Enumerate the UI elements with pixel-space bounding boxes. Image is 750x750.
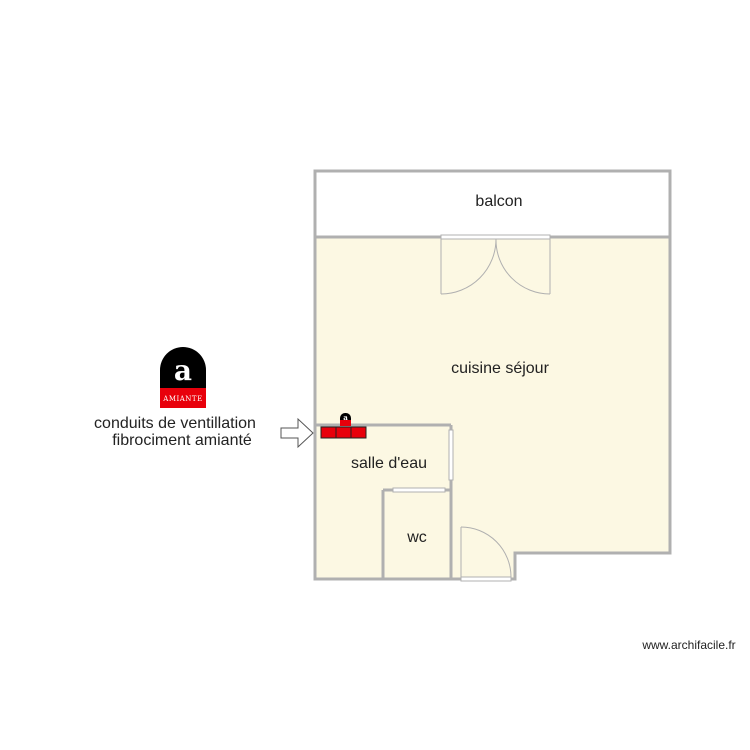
annotation-line-1: conduits de ventillation [94,415,256,432]
asbestos-logo: a AMIANTE [160,347,206,408]
annotation-line-2: fibrociment amianté [112,432,252,449]
balcon-label: balcon [475,193,522,210]
cuisine-sejour-label: cuisine séjour [451,360,550,377]
asbestos-duct-marker: a [320,413,367,439]
wc-label: wc [406,529,427,546]
arrow-icon [280,417,314,449]
logo-word: AMIANTE [162,395,202,403]
wc-door [392,487,446,493]
watermark-text: www.archifacile.fr [641,638,735,652]
cuisine-sejour-room [313,235,672,581]
salle-eau-door [448,429,454,481]
balcon-room [313,169,672,239]
small-asbestos-letter: a [343,413,348,422]
balcony-double-door [440,234,551,295]
entrance-door [460,526,512,582]
salle-eau-label: salle d'eau [351,455,427,472]
logo-letter: a [174,354,192,387]
